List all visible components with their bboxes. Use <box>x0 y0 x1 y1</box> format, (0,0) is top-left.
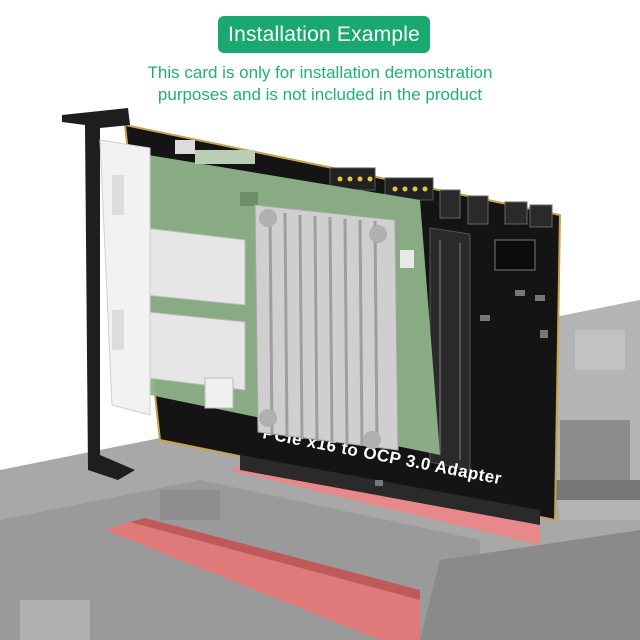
demo-note: This card is only for installation demon… <box>0 62 640 106</box>
demo-note-line-1: This card is only for installation demon… <box>147 63 493 82</box>
heatsink <box>254 204 399 451</box>
pcie-slot-upper <box>230 462 540 545</box>
mounting-bracket <box>62 108 151 480</box>
pcie-slot-lower <box>105 518 420 640</box>
demo-note-line-2: purposes and is not included in the prod… <box>157 85 483 104</box>
installation-example-badge: Installation Example <box>218 16 430 53</box>
